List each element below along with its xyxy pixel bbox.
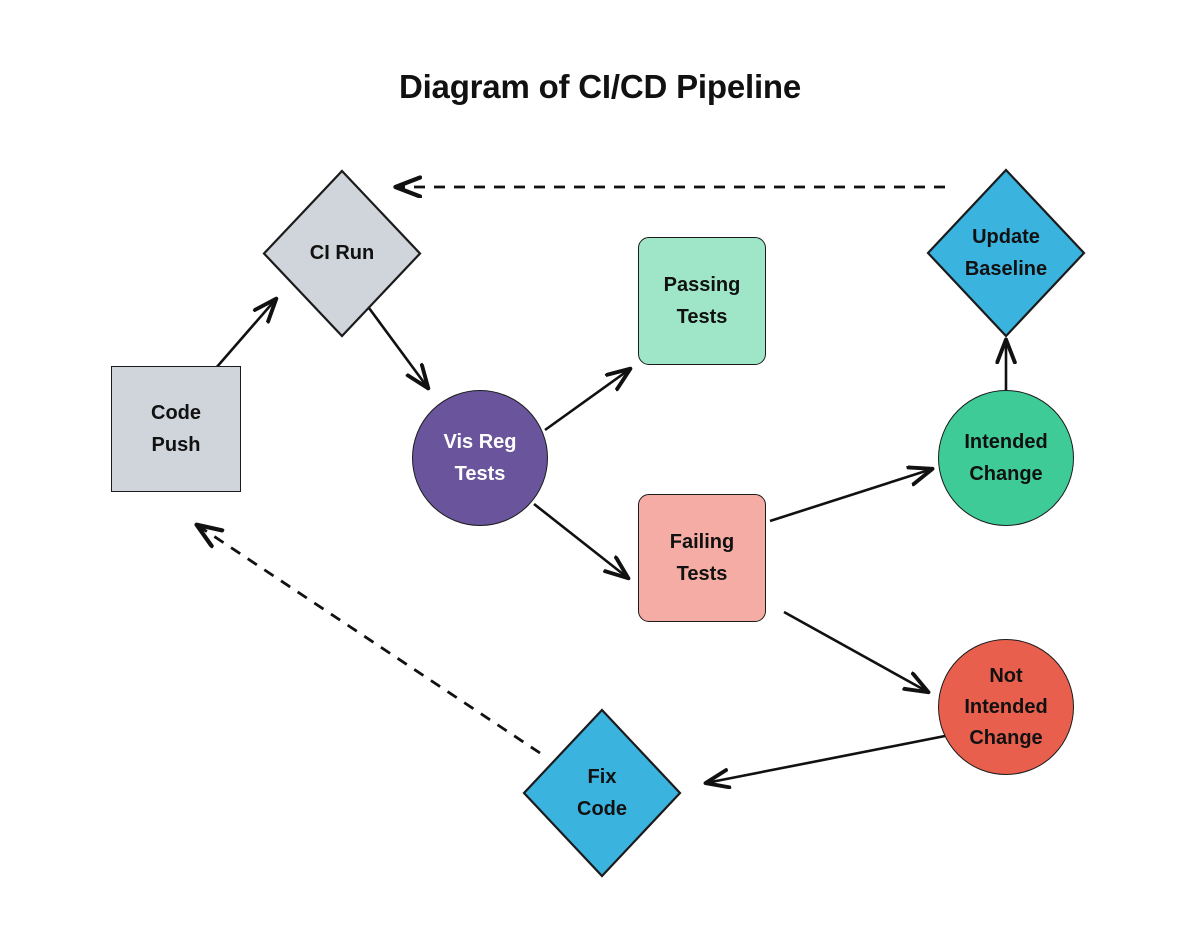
update-baseline-diamond-shape — [926, 168, 1086, 338]
node-fix-code[interactable]: Fix Code — [522, 708, 682, 878]
node-ci-run[interactable]: CI Run — [262, 169, 422, 338]
node-not-intended-change[interactable]: Not Intended Change — [938, 639, 1074, 775]
node-passing-tests[interactable]: Passing Tests — [638, 237, 766, 365]
ci-run-diamond-shape — [262, 169, 422, 338]
edge-failing-tests-to-not-intended-change — [783, 610, 928, 692]
node-intended-change-label: Intended Change — [964, 430, 1048, 485]
fix-code-diamond-shape — [522, 708, 682, 878]
node-vis-reg-tests-label: Vis Reg Tests — [443, 430, 517, 485]
node-code-push-label: Code Push — [151, 401, 201, 456]
edge-fix-code-to-code-push — [197, 525, 541, 755]
node-intended-change[interactable]: Intended Change — [938, 390, 1074, 526]
node-not-intended-change-label: Not Intended Change — [964, 664, 1048, 749]
node-update-baseline[interactable]: Update Baseline — [926, 168, 1086, 338]
node-failing-tests[interactable]: Failing Tests — [638, 494, 766, 622]
node-passing-tests-label: Passing Tests — [663, 273, 741, 328]
page-title: Diagram of CI/CD Pipeline — [398, 68, 802, 105]
node-vis-reg-tests[interactable]: Vis Reg Tests — [412, 390, 548, 526]
edge-vis-reg-to-passing-tests — [544, 369, 630, 432]
node-code-push[interactable]: Code Push — [111, 366, 241, 492]
edge-not-intended-change-to-fix-code — [706, 734, 946, 783]
edge-failing-tests-to-intended-change — [769, 469, 932, 523]
edge-vis-reg-to-failing-tests — [533, 502, 628, 578]
node-failing-tests-label: Failing Tests — [669, 530, 735, 585]
